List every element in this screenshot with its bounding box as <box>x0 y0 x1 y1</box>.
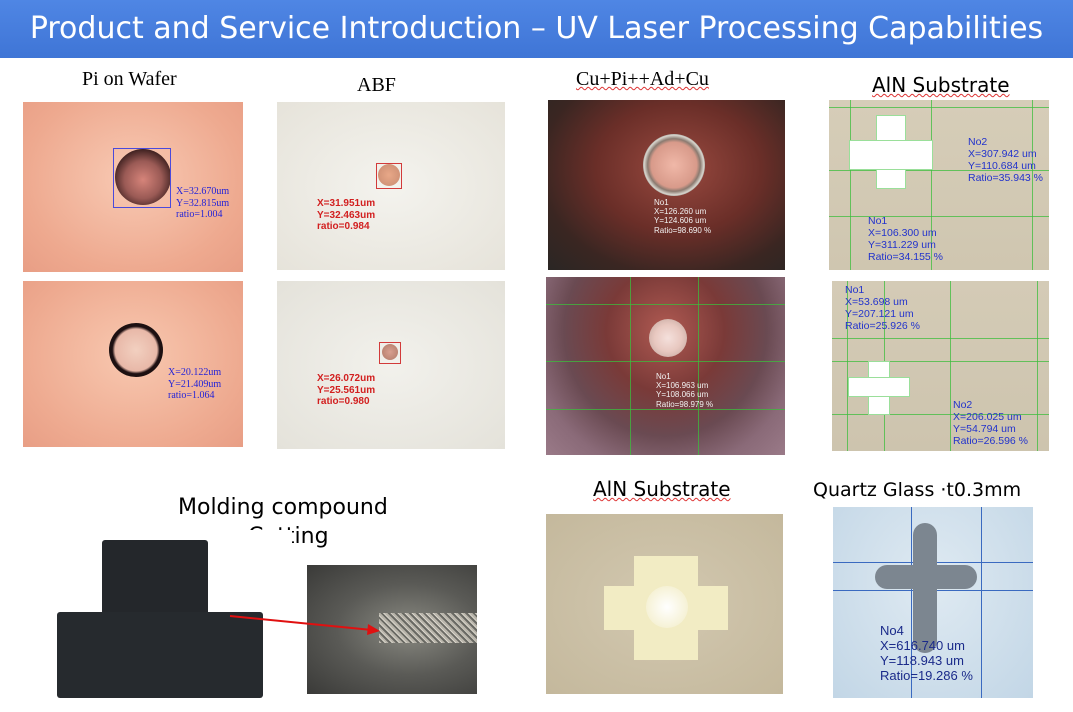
measure-box <box>376 163 402 189</box>
pi-wafer-image-2: X=20.122um Y=21.409um ratio=1.064 <box>23 281 243 447</box>
measurement-label-no2: No2 X=206.025 um Y=54.794 um Ratio=26.59… <box>953 399 1029 448</box>
measurement-label-no1: No1 X=106.300 um Y=311.229 um Ratio=34.1… <box>868 215 944 264</box>
page-title: Product and Service Introduction – UV La… <box>29 11 1044 46</box>
measure-box <box>379 342 401 364</box>
molding-sample-photo <box>42 530 292 705</box>
via-hole <box>643 134 705 196</box>
cu-image-2: No1 X=106.963 um Y=108.066 um Ratio=98.9… <box>546 277 785 455</box>
measurement-label: X=31.951um Y=32.463um ratio=0.984 <box>317 198 376 232</box>
abf-image-1: X=31.951um Y=32.463um ratio=0.984 <box>277 102 505 270</box>
cross-horizontal <box>875 565 977 589</box>
caption-aln-substrate-bottom: AlN Substrate <box>593 477 731 501</box>
measurement-label: X=32.670um Y=32.815um ratio=1.004 <box>176 186 230 220</box>
caption-molding-compound: Molding compound <box>178 495 388 520</box>
measurement-label: X=20.122um Y=21.409um ratio=1.064 <box>168 367 222 401</box>
measurement-label-no2: No2 X=307.942 um Y=110.684 um Ratio=35.9… <box>968 136 1044 185</box>
title-banner: Product and Service Introduction – UV La… <box>0 0 1073 58</box>
pi-wafer-image-1: X=32.670um Y=32.815um ratio=1.004 <box>23 102 243 272</box>
measurement-label: No1 X=126.260 um Y=124.606 um Ratio=98.6… <box>654 198 712 235</box>
via-hole <box>115 149 171 205</box>
cu-image-1: No1 X=126.260 um Y=124.606 um Ratio=98.6… <box>548 100 785 270</box>
via-hole <box>649 319 687 357</box>
aln-image-1: No2 X=307.942 um Y=110.684 um Ratio=35.9… <box>829 100 1049 270</box>
caption-cu-pi-ad-cu: Cu+Pi++Ad+Cu <box>576 68 709 90</box>
red-arrow-icon <box>229 615 380 635</box>
cut-edge <box>379 613 477 643</box>
caption-abf: ABF <box>357 74 396 96</box>
aln-image-2: No1 X=53.698 um Y=207.121 um Ratio=25.92… <box>832 281 1049 451</box>
caption-quartz-glass: Quartz Glass ·t0.3mm <box>813 479 1022 501</box>
measurement-label: X=26.072um Y=25.561um ratio=0.980 <box>317 373 376 407</box>
molding-cut-edge-photo <box>307 565 477 694</box>
via-hole <box>378 164 400 186</box>
quartz-photo: No4 X=616.740 um Y=118.943 um Ratio=19.2… <box>833 507 1033 698</box>
measurement-label: No1 X=106.963 um Y=108.066 um Ratio=98.9… <box>656 372 714 409</box>
via-hole <box>109 323 163 377</box>
aln-bottom-photo <box>546 514 783 694</box>
cross-horizontal <box>848 377 910 397</box>
measure-box <box>113 148 171 208</box>
measurement-label: No4 X=616.740 um Y=118.943 um Ratio=19.2… <box>880 623 973 683</box>
measurement-label-no1: No1 X=53.698 um Y=207.121 um Ratio=25.92… <box>845 284 921 333</box>
cross-horizontal <box>849 140 933 170</box>
via-hole <box>382 344 398 360</box>
caption-aln-substrate-top: AlN Substrate <box>872 73 1010 97</box>
abf-image-2: X=26.072um Y=25.561um ratio=0.980 <box>277 281 505 449</box>
t-shape-base <box>57 612 263 698</box>
caption-pi-on-wafer: Pi on Wafer <box>82 68 177 90</box>
